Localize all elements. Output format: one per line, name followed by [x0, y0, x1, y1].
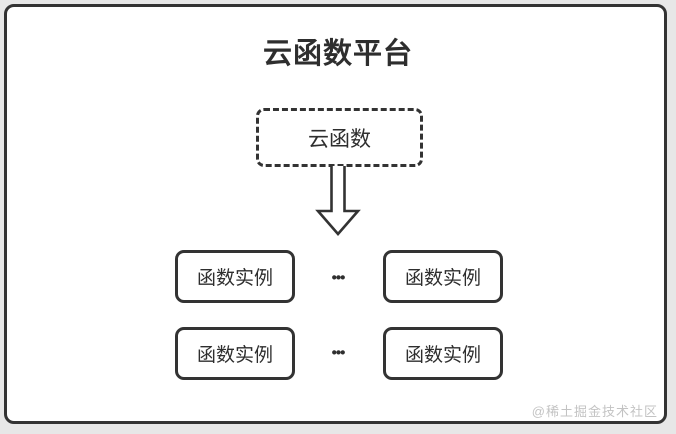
- diagram-title: 云函数平台: [262, 38, 413, 70]
- watermark: @稀土掘金技术社区: [531, 404, 658, 419]
- ellipsis-icon: •••: [331, 344, 346, 362]
- function-instance-label: 函数实例: [196, 268, 273, 289]
- cloud-function-label: 云函数: [308, 127, 371, 151]
- function-instance-node: 函数实例: [383, 250, 503, 303]
- cloud-function-node: 云函数: [256, 108, 423, 167]
- function-instance-label: 函数实例: [404, 268, 481, 289]
- function-instance-label: 函数实例: [196, 345, 273, 366]
- function-instance-node: 函数实例: [175, 250, 295, 303]
- function-instance-label: 函数实例: [404, 345, 481, 366]
- ellipsis-icon: •••: [331, 269, 346, 287]
- function-instance-node: 函数实例: [175, 327, 295, 380]
- down-arrow-icon: [315, 166, 361, 236]
- function-instance-node: 函数实例: [383, 327, 503, 380]
